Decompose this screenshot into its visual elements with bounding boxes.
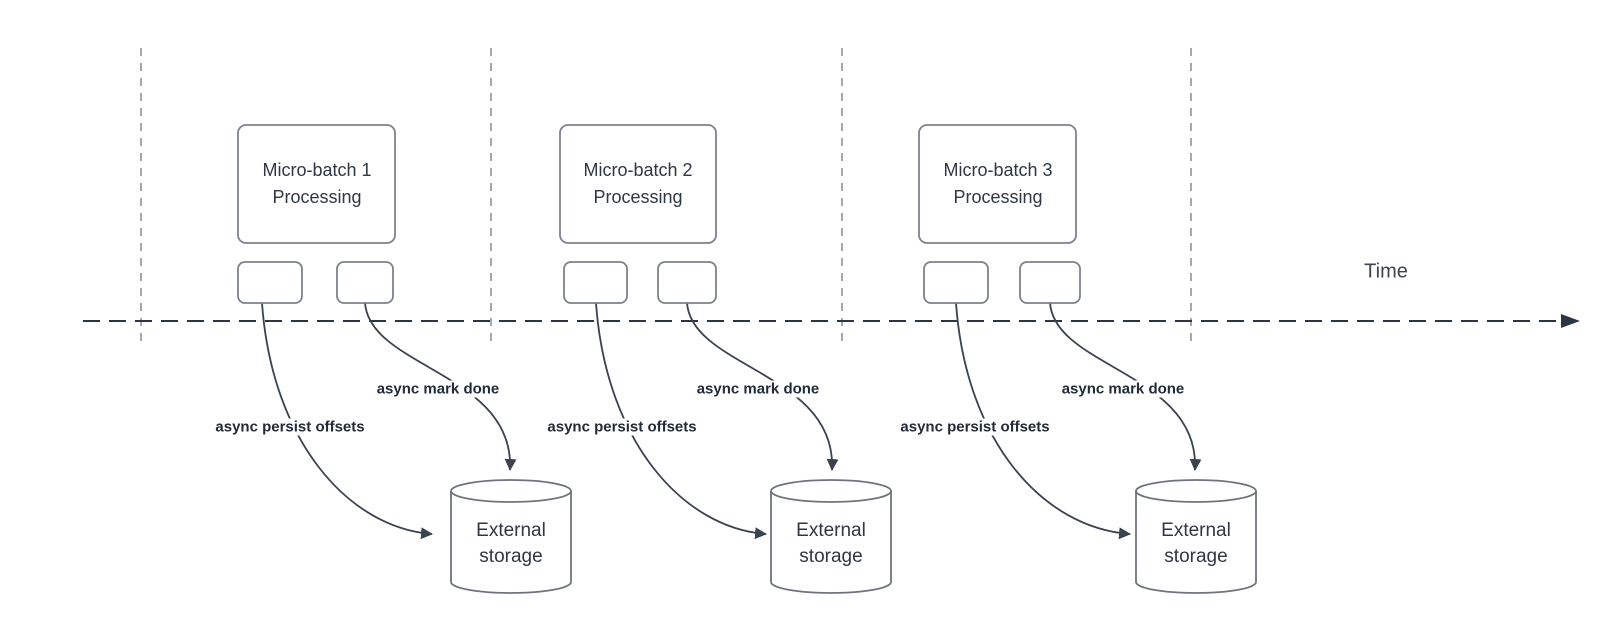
external-storage-label-2: External storage [796, 520, 866, 567]
async-task-box-1b [336, 261, 394, 304]
cylinder-body [1135, 479, 1257, 594]
cylinder-body [770, 479, 892, 594]
external-storage-cylinder-2 [770, 479, 892, 594]
persist-offsets-label-1: async persist offsets [213, 418, 367, 436]
micro-batch-2-label: Micro-batch 2 Processing [583, 160, 693, 207]
async-task-box-1a [237, 261, 303, 304]
async-task-box-2a [563, 261, 628, 304]
persist-offsets-arrow-3 [955, 302, 1131, 540]
persist-offsets-label-2: async persist offsets [545, 418, 699, 436]
time-axis-label: Time [1364, 260, 1408, 283]
cylinder-lid [1135, 490, 1257, 503]
async-task-box-3a [923, 261, 989, 304]
async-task-box-2b [657, 261, 717, 304]
mark-done-label-1: async mark done [374, 380, 502, 398]
mark-done-arrow-3 [1049, 302, 1202, 471]
persist-offsets-arrow-2 [595, 302, 767, 540]
persist-offsets-label-3: async persist offsets [898, 418, 1052, 436]
cylinder-lid [450, 490, 572, 503]
persist-offsets-arrow-1 [261, 302, 433, 540]
micro-batch-3-box [918, 124, 1077, 244]
async-task-box-3b [1019, 261, 1081, 304]
micro-batch-2-box [559, 124, 717, 244]
mark-done-label-2: async mark done [694, 380, 822, 398]
mark-done-label-3: async mark done [1059, 380, 1187, 398]
external-storage-label-3: External storage [1161, 520, 1231, 567]
mark-done-arrow-1 [364, 302, 517, 471]
mark-done-arrow-2 [686, 302, 839, 471]
micro-batch-1-label: Micro-batch 1 Processing [262, 160, 372, 207]
external-storage-cylinder-1 [450, 479, 572, 594]
external-storage-label-1: External storage [476, 520, 546, 567]
external-storage-cylinder-3 [1135, 479, 1257, 594]
micro-batch-1-box [237, 124, 396, 244]
micro-batch-3-label: Micro-batch 3 Processing [943, 160, 1053, 207]
time-axis-arrowhead-icon [1561, 314, 1580, 328]
cylinder-lid [770, 490, 892, 503]
cylinder-body [450, 479, 572, 594]
